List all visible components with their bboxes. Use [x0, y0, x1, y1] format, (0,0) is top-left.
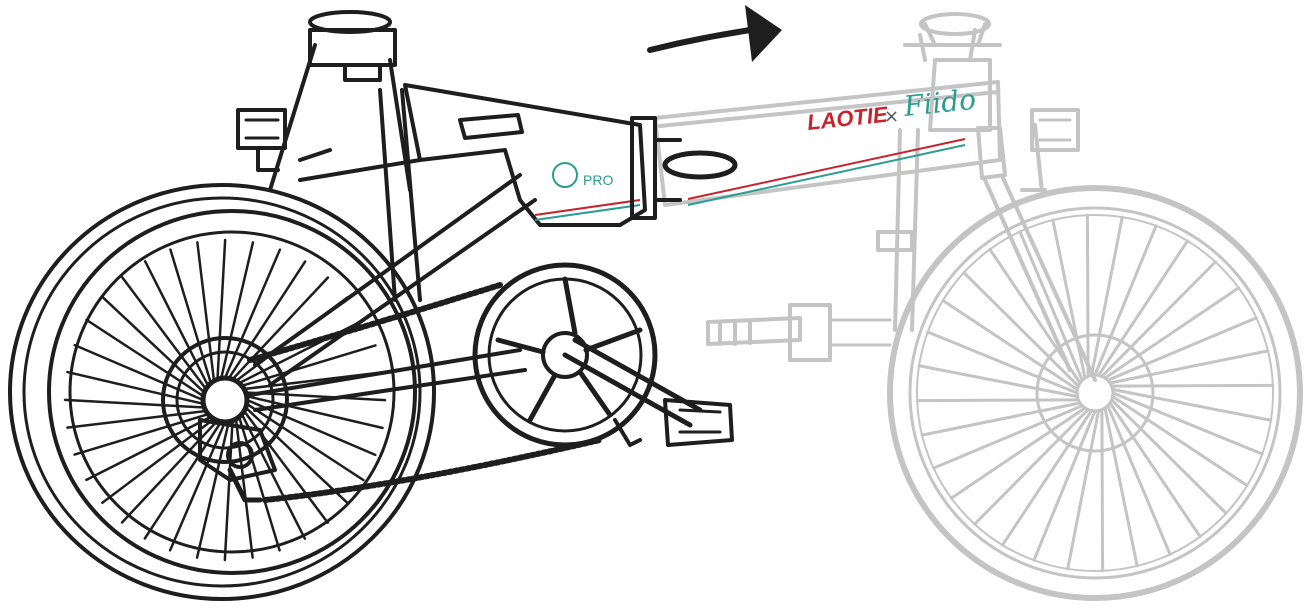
spoke — [1032, 409, 1097, 562]
spoke — [1108, 349, 1270, 385]
spoke — [227, 260, 307, 380]
spoke — [1110, 398, 1228, 515]
spoke — [101, 417, 216, 504]
spoke — [1097, 239, 1189, 377]
seat-post — [268, 10, 412, 192]
rear-derailleur — [198, 418, 277, 503]
frame-stripes — [687, 138, 966, 206]
spoke — [1111, 395, 1249, 487]
spoke — [941, 299, 1079, 391]
spoke — [917, 364, 1079, 399]
spoke — [1108, 401, 1202, 539]
spoke — [1111, 387, 1273, 422]
model-badge-text: PRO — [583, 172, 613, 188]
spoke — [143, 260, 210, 388]
spoke — [168, 420, 227, 552]
front-fork — [976, 123, 1097, 382]
rear-half: PRO — [8, 10, 738, 601]
spoke — [223, 248, 282, 380]
spoke — [932, 404, 1084, 470]
spoke — [1103, 286, 1241, 380]
spoke — [1111, 391, 1264, 456]
spoke — [216, 238, 227, 381]
kickstand — [613, 418, 642, 447]
battery-lock — [458, 113, 524, 140]
spoke — [1100, 408, 1105, 573]
spoke — [1110, 383, 1275, 388]
model-badge: PRO — [552, 162, 613, 188]
front-half-ghost: LAOTIE × Fiido — [653, 12, 1303, 601]
spoke — [223, 419, 234, 562]
spoke — [240, 412, 307, 540]
spoke — [66, 370, 205, 406]
spoke — [245, 394, 384, 430]
spoke — [73, 412, 210, 456]
spoke — [195, 420, 231, 559]
spoke — [1066, 409, 1101, 571]
crank-arm — [562, 337, 734, 447]
spoke — [66, 409, 208, 429]
spoke — [1100, 260, 1217, 378]
spoke — [1089, 215, 1124, 377]
spoke — [962, 271, 1080, 388]
rear-frame-stripes — [534, 199, 641, 221]
spoke — [973, 408, 1090, 526]
spoke — [1051, 218, 1087, 380]
spoke — [915, 398, 1080, 403]
handlebar-grip — [706, 303, 892, 362]
spoke — [1106, 316, 1258, 382]
spoke — [85, 415, 213, 482]
spoke — [237, 415, 281, 552]
stem — [903, 12, 1002, 132]
spoke — [920, 401, 1082, 437]
spoke — [169, 248, 213, 385]
arrow-right-icon — [647, 5, 782, 62]
spoke — [244, 406, 349, 505]
spoke — [1085, 213, 1090, 378]
main-frame — [298, 83, 647, 302]
spoke — [73, 343, 205, 402]
spoke — [219, 241, 255, 380]
spoke — [949, 406, 1087, 500]
spoke — [926, 330, 1079, 395]
circle-d-logo-icon — [552, 162, 578, 188]
spoke — [143, 420, 223, 540]
brand-lettering: LAOTIE × Fiido — [806, 83, 978, 135]
spoke — [1018, 230, 1084, 382]
front-wheel — [887, 185, 1303, 601]
spoke — [1103, 406, 1139, 568]
spoke — [63, 398, 206, 409]
spoke — [1093, 224, 1158, 377]
partner-logo: Fiido — [901, 83, 977, 123]
chain — [247, 282, 603, 503]
front-frame-tube — [653, 80, 1002, 207]
spoke — [121, 276, 208, 391]
spoke — [196, 241, 216, 383]
brand-separator: × — [884, 106, 899, 127]
rear-wheel — [8, 183, 436, 601]
spoke — [1106, 404, 1172, 556]
spoke — [85, 318, 205, 398]
front-wheel-spokes — [915, 213, 1275, 573]
folded-pedal-left — [236, 108, 287, 172]
fold-hinge — [630, 116, 738, 220]
spoke — [245, 402, 365, 482]
steerer-tube — [876, 128, 920, 332]
spoke — [240, 344, 377, 388]
brand-logo: LAOTIE — [806, 102, 890, 135]
spoke — [1001, 409, 1093, 547]
chainring — [472, 262, 658, 448]
folded-pedal-ghost — [1030, 108, 1080, 152]
spoke — [101, 295, 206, 394]
